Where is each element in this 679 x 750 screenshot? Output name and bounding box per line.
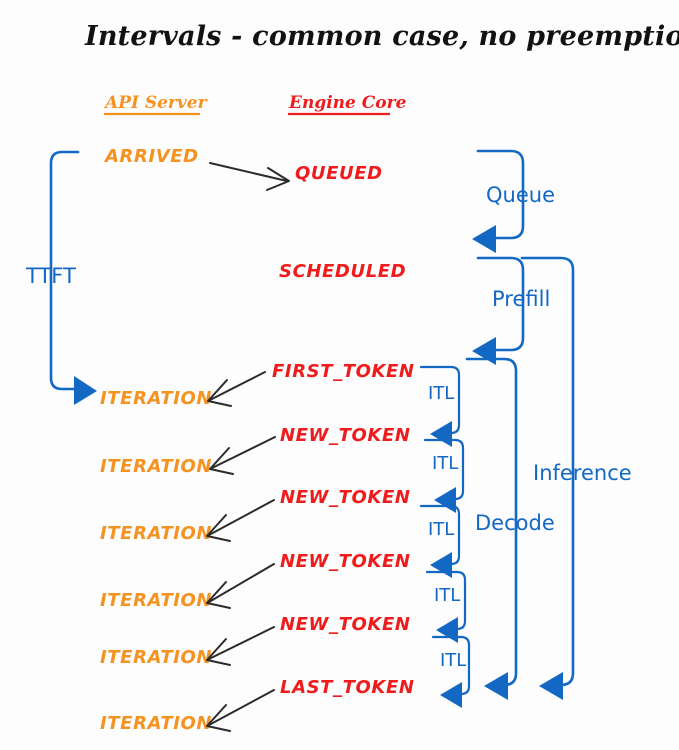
arrow-new-token-1-to-iteration-2 — [209, 436, 276, 475]
interval-label-prefill: Prefill — [492, 287, 550, 311]
interval-bracket-itl-1 — [419, 365, 461, 447]
state-iteration-6: ITERATION — [100, 713, 212, 734]
interval-label-inference: Inference — [533, 461, 632, 485]
arrow-last-token-to-iteration-6 — [206, 689, 275, 732]
state-iteration-4: ITERATION — [100, 590, 212, 611]
state-first-token: FIRST_TOKEN — [272, 361, 415, 382]
state-new-token-1: NEW_TOKEN — [280, 425, 411, 446]
state-iteration-3: ITERATION — [100, 523, 212, 544]
column-header-api-server: API Server — [103, 93, 208, 113]
state-iteration-5: ITERATION — [100, 647, 212, 668]
state-iteration-2: ITERATION — [100, 456, 212, 477]
page-title: Intervals - common case, no preemptions — [84, 21, 679, 52]
interval-bracket-inference — [520, 256, 575, 700]
interval-bracket-itl-2 — [423, 438, 465, 513]
interval-label-queue: Queue — [486, 183, 555, 207]
interval-bracket-queue — [472, 149, 525, 253]
arrow-first-token-to-iteration-1 — [207, 371, 266, 407]
state-iteration-1: ITERATION — [100, 388, 212, 409]
interval-bracket-prefill — [472, 256, 525, 365]
interval-label-ttft: TTFT — [25, 264, 76, 288]
state-new-token-4: NEW_TOKEN — [280, 614, 411, 635]
interval-bracket-itl-4 — [425, 570, 467, 643]
arrow-arrived-to-queued — [209, 162, 290, 191]
arrow-new-token-4-to-iteration-5 — [206, 626, 275, 666]
interval-label-itl-5: ITL — [440, 650, 466, 671]
interval-bracket-decode — [465, 357, 518, 700]
interval-label-itl-3: ITL — [428, 519, 454, 540]
interval-label-itl-1: ITL — [428, 383, 454, 404]
state-queued: QUEUED — [295, 163, 383, 184]
interval-bracket-itl-3 — [419, 504, 461, 578]
interval-label-decode: Decode — [475, 511, 555, 535]
interval-label-itl-2: ITL — [432, 453, 458, 474]
state-new-token-3: NEW_TOKEN — [280, 551, 411, 572]
arrow-new-token-3-to-iteration-4 — [206, 563, 275, 609]
interval-label-itl-4: ITL — [434, 585, 460, 606]
interval-bracket-ttft — [49, 150, 97, 405]
state-new-token-2: NEW_TOKEN — [280, 487, 411, 508]
state-scheduled: SCHEDULED — [279, 261, 406, 282]
state-arrived: ARRIVED — [103, 146, 199, 167]
arrow-new-token-2-to-iteration-3 — [206, 499, 275, 542]
interval-bracket-itl-5 — [431, 635, 471, 708]
column-header-engine-core: Engine Core — [288, 93, 407, 113]
state-last-token: LAST_TOKEN — [280, 677, 415, 698]
